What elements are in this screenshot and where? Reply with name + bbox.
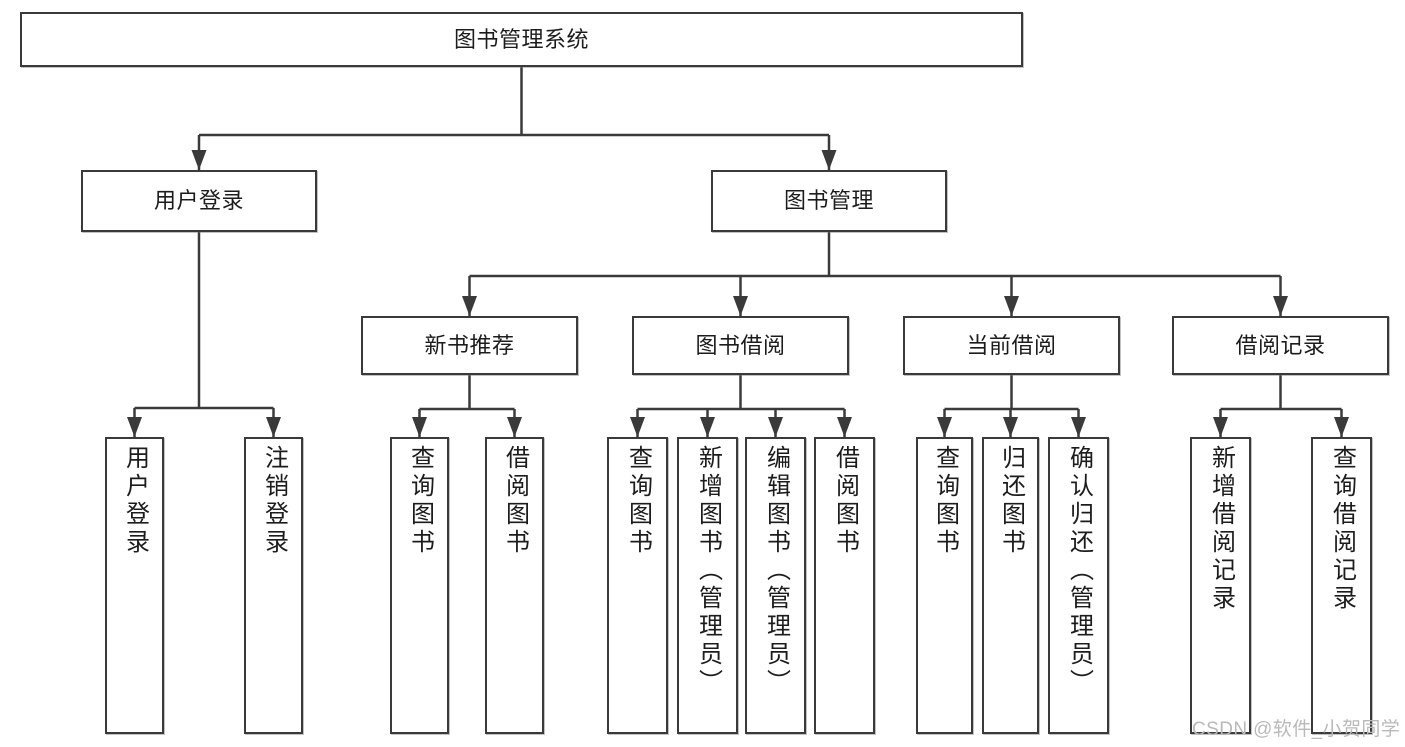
arrow-head-book-borrow — [733, 296, 748, 316]
node-label: 借阅记录 — [1235, 332, 1326, 358]
node-label: 图书管理系统 — [453, 26, 589, 52]
node-label: 图书管理 — [783, 188, 874, 214]
arrow-head-leaf-logout — [266, 417, 281, 437]
node-leaf-query-book-3[interactable]: 查询图书 — [916, 437, 973, 734]
node-root[interactable]: 图书管理系统 — [20, 12, 1023, 67]
node-label: 注销登录 — [260, 445, 288, 557]
node-user-login[interactable]: 用户登录 — [81, 170, 317, 232]
node-label: 编辑图书（管理员） — [762, 445, 790, 697]
arrow-head-book-manage — [821, 150, 837, 170]
arrow-head-new-book-rec — [462, 296, 477, 316]
arrow-head-leaf-user-login — [127, 417, 142, 437]
node-leaf-confirm-return[interactable]: 确认归还（管理员） — [1048, 437, 1109, 734]
node-leaf-add-book[interactable]: 新增图书（管理员） — [677, 437, 738, 734]
arrow-head-current-borrow — [1004, 296, 1019, 316]
arrow-head-leaf-borrow-book-2 — [837, 417, 852, 437]
node-label: 借阅图书 — [831, 445, 859, 557]
arrow-head-borrow-record — [1273, 296, 1288, 316]
node-leaf-query-book-1[interactable]: 查询图书 — [390, 437, 449, 734]
node-new-book-rec[interactable]: 新书推荐 — [361, 316, 578, 375]
node-leaf-logout[interactable]: 注销登录 — [244, 437, 303, 734]
node-label: 确认归还（管理员） — [1065, 445, 1093, 697]
node-label: 归还图书 — [997, 445, 1025, 557]
arrow-head-leaf-query-record — [1334, 417, 1349, 437]
node-label: 查询图书 — [931, 445, 959, 557]
node-book-manage[interactable]: 图书管理 — [711, 170, 947, 232]
node-label: 查询借阅记录 — [1328, 445, 1356, 613]
node-label: 图书借阅 — [695, 332, 786, 358]
node-label: 用户登录 — [121, 445, 149, 557]
node-label: 查询图书 — [406, 445, 434, 557]
node-leaf-query-book-2[interactable]: 查询图书 — [607, 437, 668, 734]
arrow-head-leaf-borrow-book-1 — [507, 417, 522, 437]
arrow-head-leaf-confirm-return — [1071, 417, 1086, 437]
node-label: 当前借阅 — [966, 332, 1057, 358]
node-leaf-borrow-book-2[interactable]: 借阅图书 — [814, 437, 875, 734]
node-label: 新增借阅记录 — [1207, 445, 1235, 613]
node-label: 查询图书 — [624, 445, 652, 557]
arrow-head-leaf-query-book-3 — [937, 417, 952, 437]
arrow-head-leaf-query-book-1 — [412, 417, 427, 437]
arrow-head-user-login — [191, 150, 207, 170]
node-label: 新增图书（管理员） — [694, 445, 722, 697]
node-leaf-add-record[interactable]: 新增借阅记录 — [1190, 437, 1251, 734]
node-leaf-query-record[interactable]: 查询借阅记录 — [1311, 437, 1372, 734]
node-book-borrow[interactable]: 图书借阅 — [632, 316, 849, 375]
arrow-head-leaf-add-book — [700, 417, 715, 437]
node-current-borrow[interactable]: 当前借阅 — [903, 316, 1120, 375]
arrow-head-leaf-edit-book — [768, 417, 783, 437]
csdn-watermark: CSDN @软件_小贺同学 — [1192, 719, 1401, 740]
node-label: 借阅图书 — [501, 445, 529, 557]
node-leaf-edit-book[interactable]: 编辑图书（管理员） — [745, 437, 806, 734]
node-leaf-user-login[interactable]: 用户登录 — [105, 437, 164, 734]
node-label: 新书推荐 — [424, 332, 515, 358]
node-label: 用户登录 — [153, 188, 244, 214]
node-leaf-borrow-book-1[interactable]: 借阅图书 — [485, 437, 544, 734]
node-leaf-return-book[interactable]: 归还图书 — [982, 437, 1039, 734]
node-borrow-record[interactable]: 借阅记录 — [1172, 316, 1389, 375]
arrow-head-leaf-return-book — [1003, 417, 1018, 437]
arrow-head-leaf-add-record — [1213, 417, 1228, 437]
arrow-head-leaf-query-book-2 — [630, 417, 645, 437]
